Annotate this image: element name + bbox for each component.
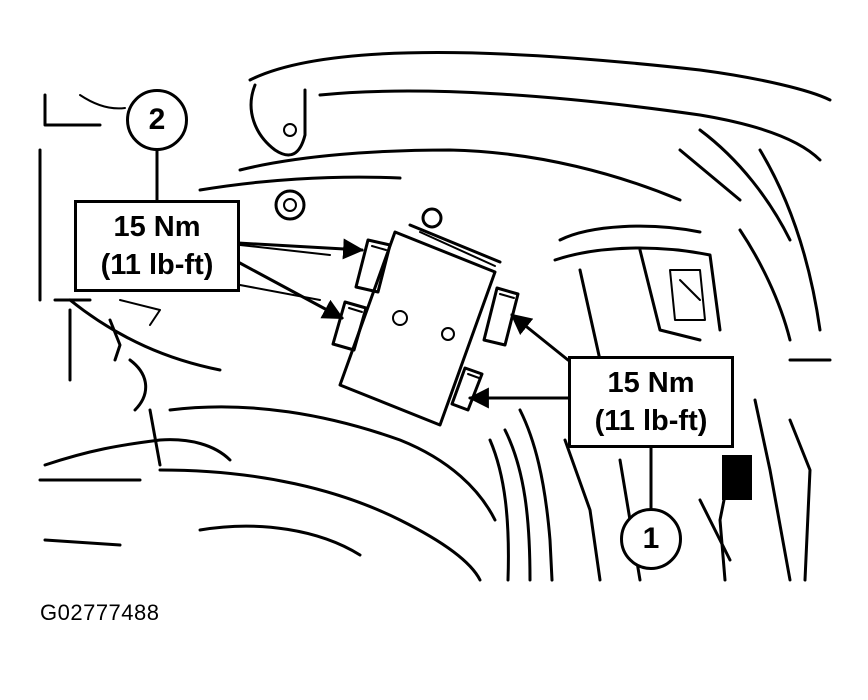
leader-lines: [155, 148, 653, 510]
torque-value-imperial: (11 lb-ft): [100, 249, 214, 281]
arrow-to-bolt-upper-right: [510, 313, 570, 362]
bolt-upper-left: [354, 238, 392, 294]
bolt-lower-right: [450, 366, 484, 412]
arrow-to-bolt-upper-left: [236, 238, 365, 260]
badge-label: 2: [148, 103, 166, 136]
torque-value-metric: 15 Nm: [113, 211, 201, 243]
arrow-to-bolt-lower-left: [236, 260, 344, 320]
item-number-badge-2: 2: [126, 89, 188, 151]
torque-callout-upper: 15 Nm (11 lb-ft): [74, 200, 240, 292]
mounting-bolts: [331, 238, 520, 412]
torque-value-metric: 15 Nm: [607, 367, 695, 399]
torque-callout-lower: 15 Nm (11 lb-ft): [568, 356, 734, 448]
bolt-lower-left: [331, 300, 368, 352]
bolt-upper-right: [482, 286, 520, 347]
badge-label: 1: [642, 522, 660, 555]
figure-id: G02777488: [40, 600, 160, 625]
background-linework: [38, 51, 832, 582]
item-number-badge-1: 1: [620, 508, 682, 570]
torque-value-imperial: (11 lb-ft): [594, 405, 708, 437]
